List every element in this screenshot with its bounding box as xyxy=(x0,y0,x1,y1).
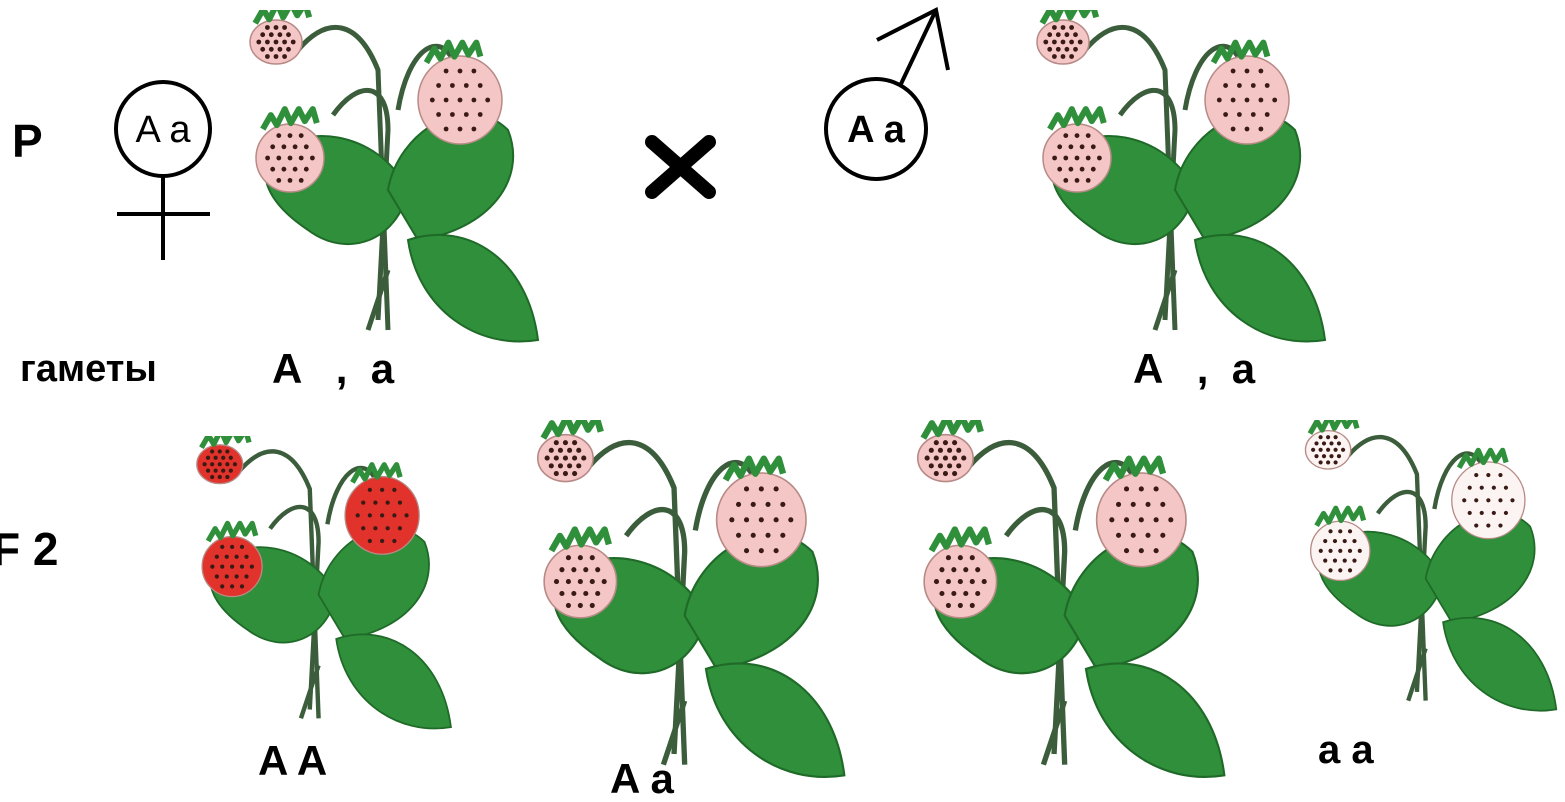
big-berry xyxy=(717,459,806,567)
left-berry xyxy=(202,523,262,596)
bottom-leaf xyxy=(706,663,844,776)
male-genotype: A a xyxy=(847,109,906,151)
left-berry xyxy=(1311,508,1370,580)
offspring-plant-red xyxy=(178,436,468,736)
small-berry xyxy=(1305,420,1357,469)
small-berry xyxy=(197,436,249,484)
offspring-plant-pink-1 xyxy=(525,420,855,790)
parent-male-plant xyxy=(1025,10,1335,350)
left-berry xyxy=(256,109,324,192)
female-genotype: A a xyxy=(136,109,192,151)
left-berry xyxy=(1043,109,1111,192)
cross-icon xyxy=(652,142,709,192)
venus-icon: A a xyxy=(116,82,210,260)
offspring-plant-pink-2 xyxy=(905,420,1235,790)
bottom-leaf xyxy=(1195,235,1325,342)
small-berry xyxy=(918,420,981,482)
bottom-leaf xyxy=(1443,618,1556,711)
small-berry xyxy=(1037,10,1096,64)
left-berry xyxy=(924,530,996,618)
offspring-plant-white xyxy=(1295,420,1565,720)
left-berry xyxy=(544,530,616,618)
big-berry xyxy=(1205,43,1289,144)
big-berry xyxy=(1097,459,1186,567)
mars-icon: A a xyxy=(826,10,948,179)
parent-female-plant xyxy=(238,10,548,350)
small-berry xyxy=(538,420,601,482)
bottom-leaf xyxy=(1086,663,1224,776)
big-berry xyxy=(418,43,502,144)
bottom-leaf xyxy=(336,634,451,728)
bottom-leaf xyxy=(408,235,538,342)
small-berry xyxy=(250,10,309,64)
big-berry xyxy=(1452,450,1525,538)
big-berry xyxy=(345,465,419,554)
